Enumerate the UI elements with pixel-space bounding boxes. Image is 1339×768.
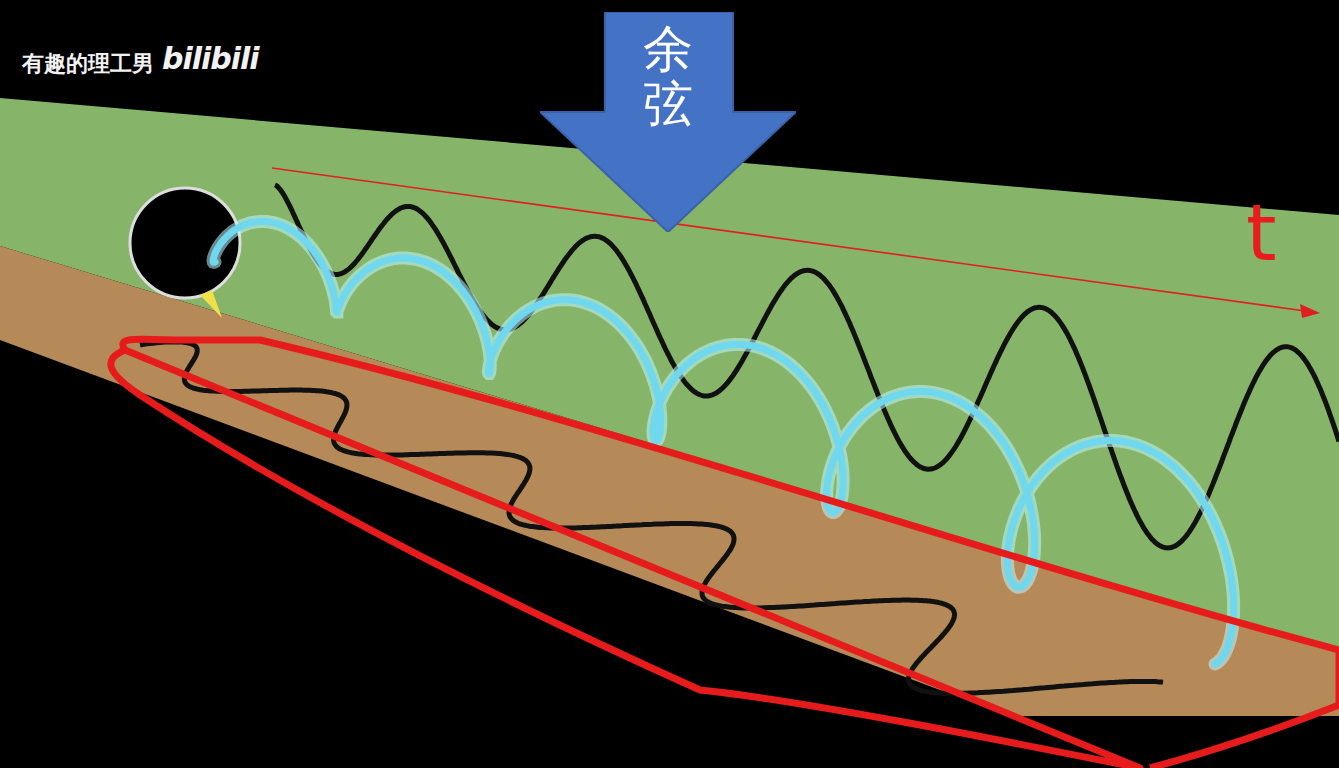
arrow-callout: 余弦	[540, 12, 796, 232]
watermark-author: 有趣的理工男	[22, 49, 154, 79]
arrow-text: 余弦	[643, 22, 693, 132]
time-axis-head	[1300, 304, 1320, 318]
yellow-marker	[200, 290, 222, 318]
time-axis	[272, 168, 1305, 311]
watermark-logo: bilibili	[162, 41, 259, 76]
axis-label: t	[1246, 188, 1277, 278]
brown-floor	[0, 246, 1339, 716]
arrow-fill	[540, 12, 796, 232]
red-outline	[111, 339, 1339, 768]
